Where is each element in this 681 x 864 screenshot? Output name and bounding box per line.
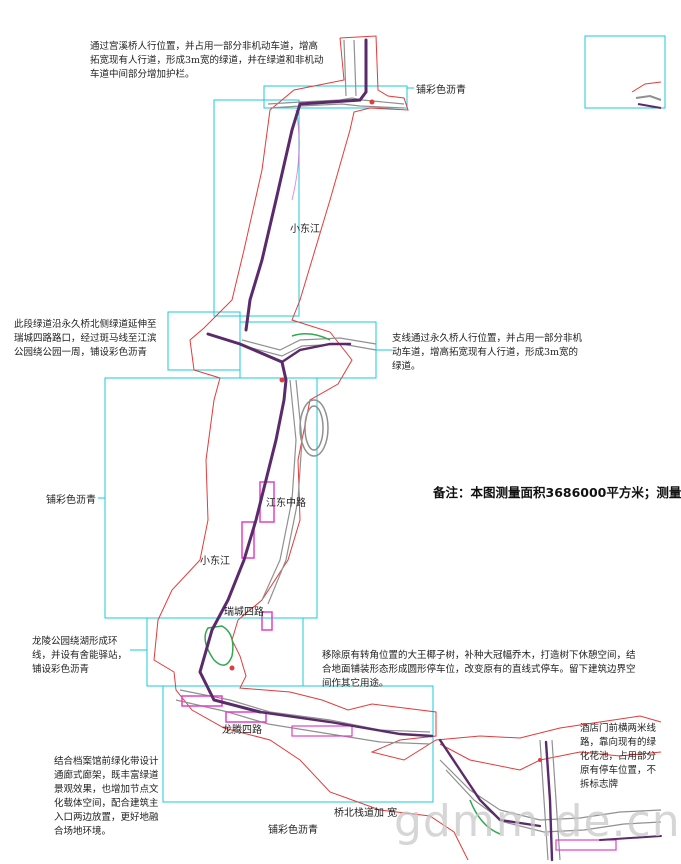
upper-right-plan (584, 35, 666, 109)
remark-text: 备注：本图测量面积3686000平方米；测量 (433, 485, 681, 500)
note-right-mid: 支线通过永久桥人行位置，并占用一部分非机动车道，增高拓宽现有人行道，形成3m宽的… (392, 333, 583, 372)
sports-track (299, 399, 329, 457)
asphalt-label-left: 铺彩色沥青 (46, 495, 96, 506)
road-label-bottom: 龙腾四路 (222, 725, 262, 736)
callout-boxes (98, 85, 434, 803)
note-left-mid: 此段绿道沿永久桥北侧绿道延伸至瑞城四路路口，经过斑马线至江滨公园绕公园一周，铺设… (14, 319, 157, 358)
asphalt-label-bottom: 铺彩色沥青 (268, 825, 318, 836)
site-plan-map (98, 35, 666, 862)
landscape-areas (181, 109, 617, 851)
bridge-label-bottom: 桥北栈道加 宽 (334, 808, 398, 819)
note-bottom-left: 结合档案馆前绿化带设计通廊式廊架，既丰富绿道景观效果，也增加节点文化载体空间，配… (54, 756, 159, 837)
note-bottom-right: 酒店门前横两米线路，靠向现有的绿化花池，占用部分原有停车位置，不拆标志牌 (580, 723, 657, 790)
note-top: 通过宫溪桥人行位置，并占用一部分非机动车道，增高拓宽现有人行道，形成3m宽的绿道… (90, 41, 324, 80)
asphalt-label-top: 铺彩色沥青 (416, 85, 466, 96)
river-label-top: 小东江 (290, 224, 320, 235)
river-label-mid: 小东江 (200, 556, 230, 567)
node-markers (229, 99, 542, 762)
note-center-low: 移除原有转角位置的大王椰子树，补种大冠幅乔木，打造树下休憩空间，结合地面铺装形态… (322, 650, 636, 689)
watermark: gdmm.de.cn (394, 796, 681, 847)
note-left-low: 龙陵公园绕湖形成环线，并设有舍能驿站，铺设彩色沥青 (32, 636, 128, 675)
road-label-mid: 江东中路 (266, 498, 306, 509)
road-label-low: 瑞城四路 (224, 607, 264, 618)
greenway-route (198, 38, 662, 862)
